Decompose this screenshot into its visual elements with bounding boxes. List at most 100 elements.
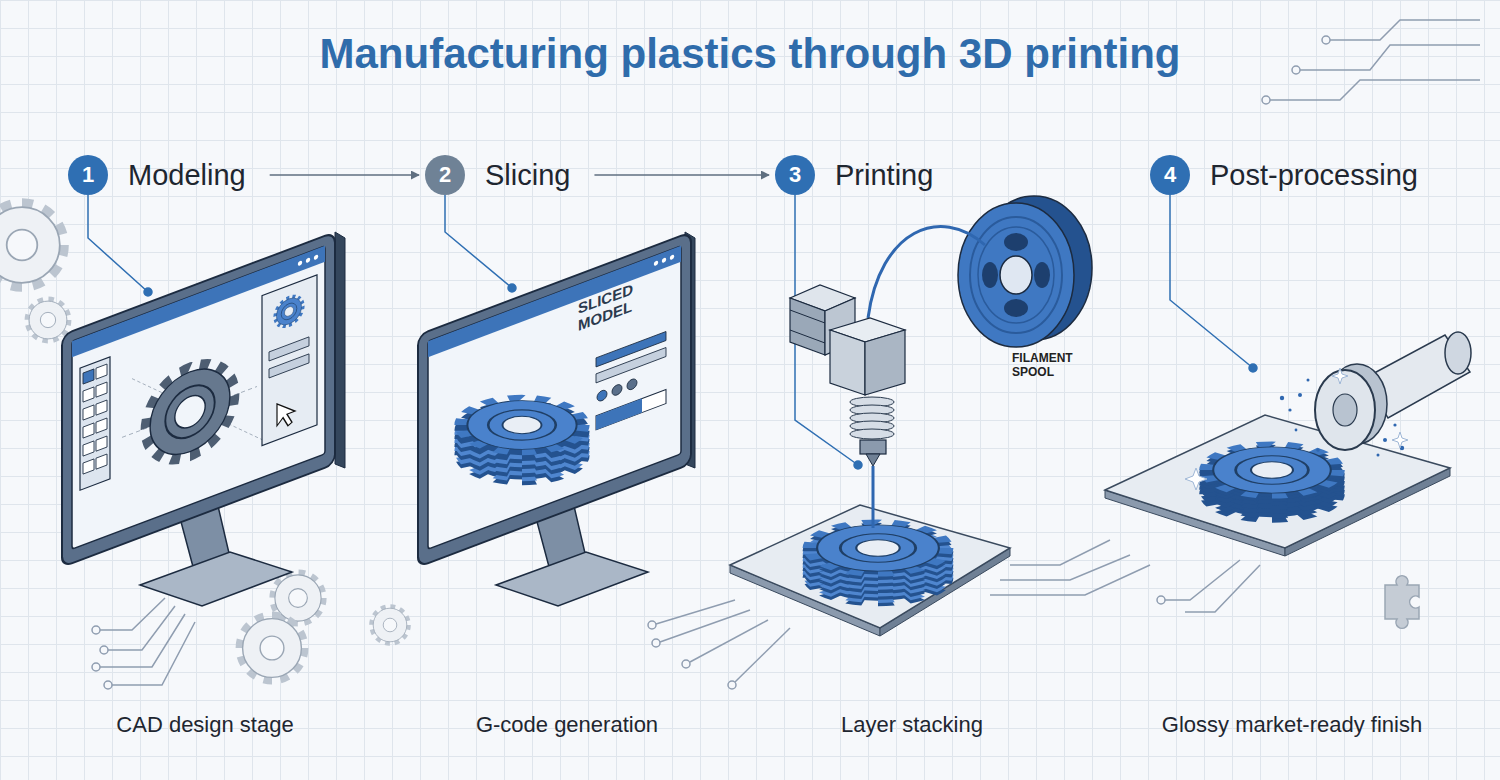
leader-lines-part (508, 284, 516, 292)
printer-part (830, 330, 865, 395)
circuit-traces-part (990, 565, 1150, 595)
step-heading: Slicing (485, 159, 570, 192)
slicer-monitor-part-part (627, 377, 637, 391)
cad-monitor-part-part (96, 418, 107, 433)
printer-part (1034, 262, 1050, 288)
step-node: 4Post-processing (1150, 155, 1418, 195)
printer-part (865, 330, 905, 395)
polishing-station-part (1105, 415, 1450, 548)
cad-monitor-part-part (62, 232, 335, 567)
circuit-traces-part (728, 681, 736, 689)
cad-monitor-part (335, 232, 345, 468)
step-number: 3 (775, 155, 815, 195)
slicer-monitor-part-part (662, 257, 666, 263)
polishing-station-part (1280, 396, 1284, 400)
stage-caption: G-code generation (367, 712, 767, 737)
cad-monitor-part-part (96, 454, 107, 469)
cad-monitor-part-part (83, 423, 94, 438)
circuit-traces-part (92, 663, 100, 671)
step-heading: Modeling (128, 159, 246, 192)
printer-part (970, 217, 1062, 333)
sliced-gear (462, 398, 582, 482)
polishing-station-part (1315, 370, 1375, 450)
polishing-station-part (1316, 448, 1320, 452)
circuit-traces-part (1330, 20, 1480, 40)
cad-monitor-part-part (80, 357, 110, 490)
polishing-station-part (1185, 468, 1207, 490)
cad-monitor-part-part (146, 352, 233, 472)
printing-gear-part (811, 523, 944, 574)
leader-lines-part (144, 288, 152, 296)
part-label: FILAMENT SPOOL (1012, 352, 1092, 380)
step-node: 1 Modeling (68, 155, 246, 195)
polishing-station-part (1332, 368, 1348, 384)
decor-gears-part (1385, 576, 1419, 629)
slicer-monitor-part-part (596, 390, 666, 430)
printer (730, 196, 1092, 636)
circuit-traces-part (104, 681, 112, 689)
slicer-monitor-part-part (597, 389, 607, 403)
polishing-station (1105, 332, 1471, 556)
circuit-traces-part (690, 620, 768, 662)
printer-part (978, 227, 1054, 323)
cad-monitor-part-part (96, 382, 107, 397)
polishing-station-part (1307, 379, 1310, 382)
printer-part (790, 298, 825, 355)
step-node: 3 Printing (775, 155, 933, 195)
step-number: 1 (68, 155, 108, 195)
step-number: 4 (1150, 155, 1190, 195)
slicer-monitor-part-part (670, 254, 674, 260)
stage-caption: Layer stacking (712, 712, 1112, 737)
leader-lines-part (1249, 364, 1257, 372)
slicer-monitor-part-part (596, 348, 666, 383)
circuit-traces-part (1157, 596, 1165, 604)
cad-monitor-part-part (83, 369, 94, 384)
leader-lines-part (854, 461, 862, 469)
circuit-traces-part (1262, 96, 1270, 104)
printer-part (790, 330, 825, 343)
polishing-station-part (1333, 394, 1357, 426)
leader-lines-part (1170, 195, 1253, 368)
circuit-traces-part (92, 626, 100, 634)
printer-part (1004, 233, 1028, 251)
polishing-station-part (1393, 423, 1396, 426)
slicer-monitor-part-part (596, 399, 642, 430)
cad-monitor-part-part (132, 330, 262, 489)
circuit-traces-part (652, 639, 660, 647)
cad-monitor-part (140, 552, 292, 606)
cad-monitor (62, 232, 345, 606)
circuit-traces-part (1185, 565, 1260, 612)
circuit-traces-part (100, 614, 185, 667)
decor-gears-part (27, 299, 68, 340)
circuit-traces-part (112, 622, 195, 685)
polishing-station-part (1383, 438, 1387, 442)
flow-arrow (270, 174, 419, 176)
flow-arrow (594, 174, 769, 176)
leader-lines-part (445, 195, 512, 288)
circuit-traces-part (735, 628, 790, 682)
cad-monitor-part-part (298, 260, 302, 266)
printer-part (790, 310, 825, 323)
step-heading: Printing (835, 159, 933, 192)
printer-part (866, 454, 880, 466)
printing-gear (811, 523, 944, 603)
circuit-traces-part (1010, 540, 1110, 565)
printer-part (868, 226, 985, 318)
printer-part (1000, 256, 1032, 294)
slicer-monitor-part (496, 552, 648, 606)
polishing-station-part (1298, 393, 1302, 397)
step-node: 2Slicing (425, 155, 570, 195)
finished-gear (1208, 445, 1337, 520)
circuit-traces-part (1322, 36, 1330, 44)
circuit-traces-part (1000, 555, 1130, 580)
circuit-traces-part (1292, 66, 1300, 74)
cad-monitor-part-part (314, 254, 318, 260)
slicer-monitor-part-part (612, 383, 622, 397)
cad-monitor-part-part (269, 354, 309, 378)
circuit-traces-part (108, 606, 175, 650)
stage-caption: Glossy market-ready finish (1092, 712, 1492, 737)
decor-gears-part (372, 607, 409, 644)
polishing-station-part (1288, 408, 1291, 411)
